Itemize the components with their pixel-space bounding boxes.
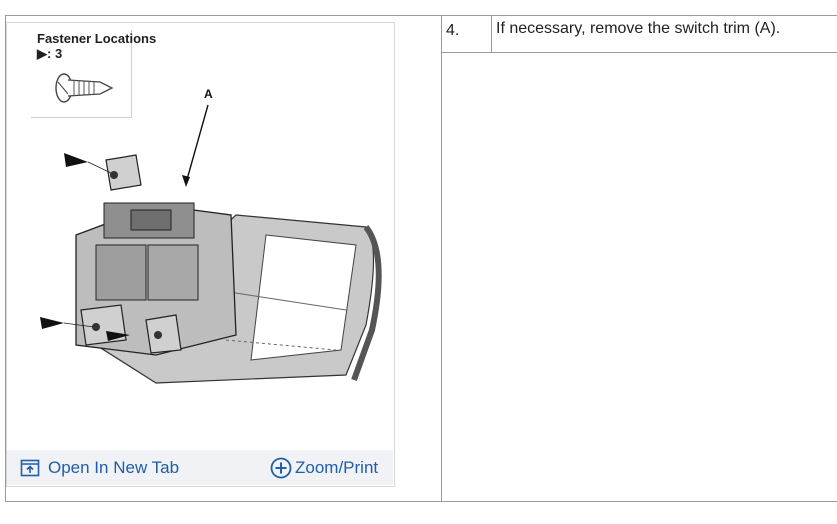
fastener-legend bbox=[31, 30, 132, 118]
zoom-print-button[interactable]: Zoom/Print bbox=[270, 450, 378, 485]
legend-quantity: ▶: 3 bbox=[37, 46, 63, 61]
zoom-print-label: Zoom/Print bbox=[295, 457, 379, 477]
callout-label-a: A bbox=[204, 87, 213, 101]
step-instruction: If necessary, remove the switch trim (A)… bbox=[492, 16, 837, 53]
open-in-new-tab-button[interactable]: Open In New Tab bbox=[20, 450, 179, 485]
column-divider bbox=[441, 15, 442, 502]
procedure-table bbox=[5, 15, 837, 502]
open-in-new-tab-label: Open In New Tab bbox=[48, 457, 180, 477]
legend-title: Fastener Locations bbox=[37, 31, 157, 46]
screw-icon bbox=[55, 73, 114, 103]
switch-trim-illustration bbox=[40, 104, 382, 384]
open-tab-icon bbox=[20, 459, 40, 477]
zoom-plus-icon bbox=[270, 457, 292, 479]
figure-toolbar bbox=[7, 450, 393, 485]
step-number: 4. bbox=[442, 16, 492, 53]
